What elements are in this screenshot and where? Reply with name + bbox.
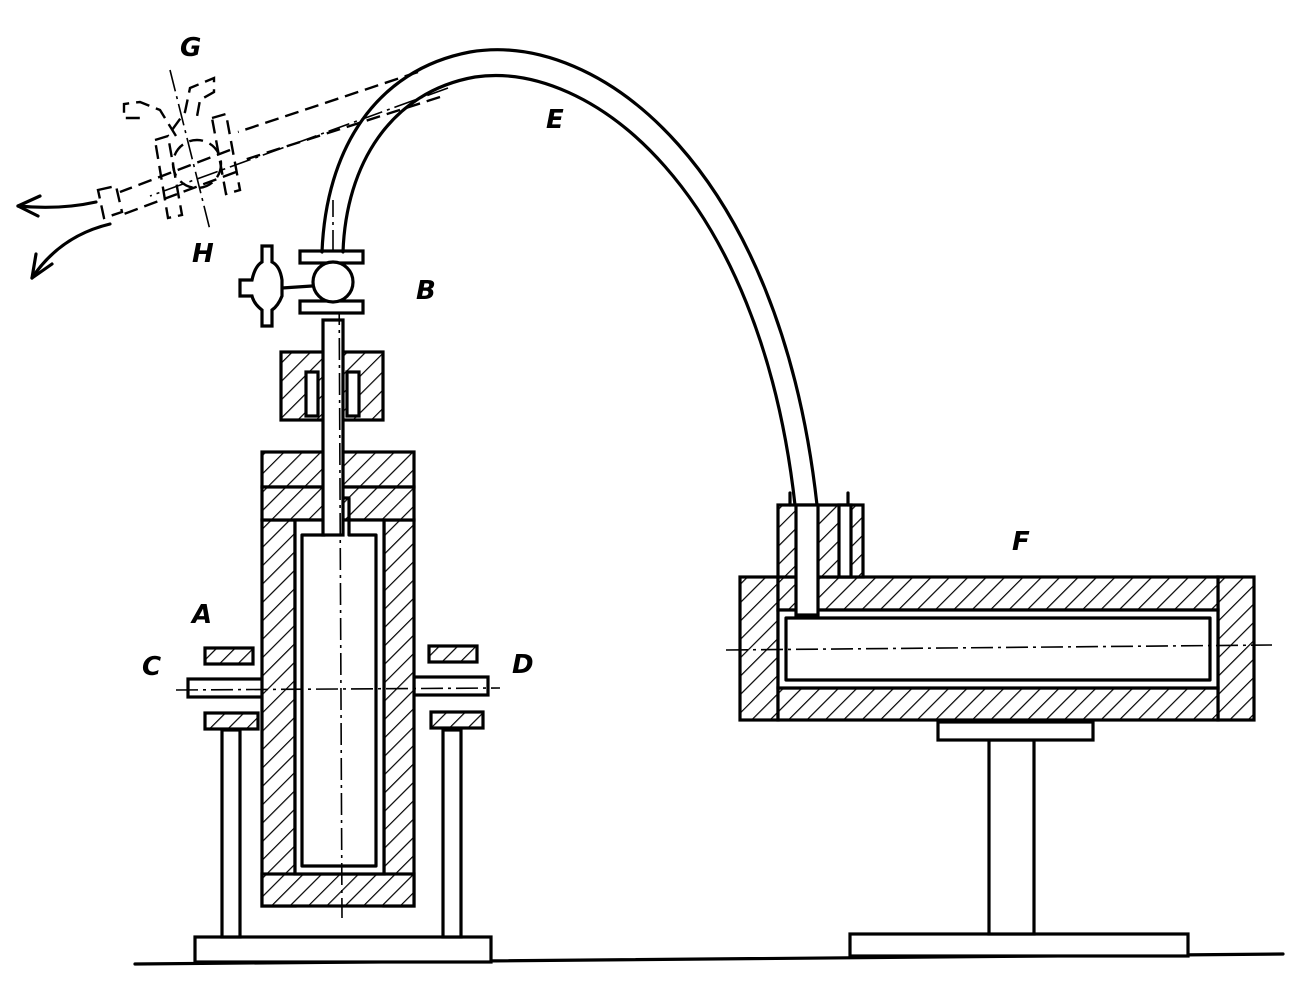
vertical-tube (321, 318, 345, 537)
label-e: E (546, 105, 564, 135)
label-b: B (416, 276, 436, 306)
alternate-position-dashed (16, 69, 449, 280)
horizontal-shaft-left (186, 677, 268, 699)
right-inner-liner (784, 616, 1212, 682)
arrow-lower (30, 222, 112, 280)
gland-slot-right (345, 370, 361, 418)
label-c: C (142, 652, 161, 682)
left-base-plate (193, 935, 493, 964)
valve-b (238, 244, 365, 328)
vertical-centerline (338, 267, 343, 919)
left-leg-left (220, 728, 242, 939)
valve-handle (238, 244, 284, 328)
vessel-bottom (260, 872, 416, 908)
label-a: A (190, 600, 212, 630)
flange-left-top (203, 646, 255, 666)
arrow-upper (16, 200, 98, 209)
label-f: F (1012, 527, 1030, 557)
right-vessel-f (725, 491, 1273, 958)
vessel-wall-left (260, 518, 297, 908)
flange-right-bottom (429, 710, 485, 730)
label-d: D (512, 650, 534, 680)
vessel-cavity (293, 518, 386, 876)
horizontal-shaft-right (412, 675, 490, 697)
label-g: G (180, 33, 201, 63)
right-centerline (725, 644, 1273, 651)
flange-left-bottom (203, 711, 260, 731)
right-post (987, 738, 1036, 936)
right-top-wall (776, 575, 1220, 612)
left-leg-right (441, 728, 463, 939)
flange-right-top (427, 644, 479, 664)
left-vessel-assembly (175, 244, 501, 964)
horizontal-centerline (175, 687, 501, 691)
gland-slot-left (304, 370, 320, 418)
right-bottom-wall (776, 686, 1220, 722)
right-base-plate (848, 932, 1190, 958)
label-h: H (192, 239, 214, 269)
right-end-wall-left (738, 575, 780, 722)
vessel-wall-right (382, 518, 416, 908)
right-support-plate (936, 720, 1095, 742)
right-end-wall-right (1216, 575, 1256, 722)
